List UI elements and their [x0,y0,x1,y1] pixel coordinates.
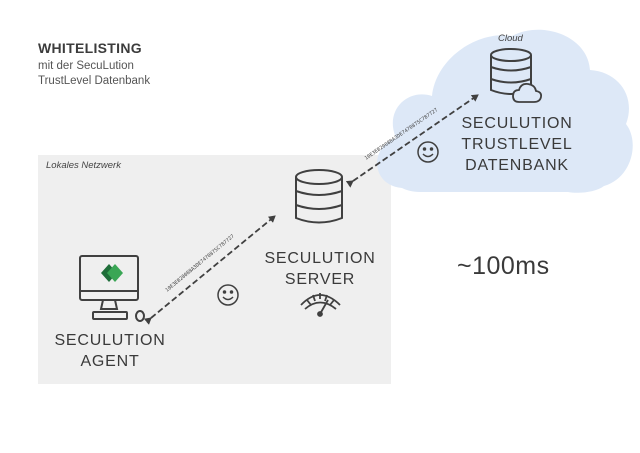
agent-label: SECULUTION AGENT [40,330,180,372]
arrow-server-to-cloud [345,94,479,188]
agent-line-2: AGENT [80,353,140,370]
server-label: SECULUTION SERVER [250,248,390,290]
diagram-subtitle: mit der SecuLution TrustLevel Datenbank [38,59,150,89]
server-line-1: SECULUTION [264,250,376,267]
trustlevel-line-2: TRUSTLEVEL [461,136,573,153]
trustlevel-database-label: SECULUTION TRUSTLEVEL DATENBANK [447,113,587,176]
cloud-label: Cloud [498,33,523,44]
trustlevel-line-1: SECULUTION [461,115,573,132]
computer-monitor-icon [79,255,145,322]
cloud-sync-icon [512,82,543,103]
seculution-logo-icon [101,264,123,282]
latency-label: ~100ms [457,252,550,280]
lan-smiley-icon [217,284,239,306]
server-line-2: SERVER [284,271,356,288]
agent-line-1: SECULUTION [54,332,166,349]
trustlevel-line-3: DATENBANK [465,157,569,174]
hash-label-lower: 10E3EB20088A3DE7470875C787727 [164,233,235,293]
speedometer-icon [300,293,341,317]
subtitle-line-2: TrustLevel Datenbank [38,75,151,87]
diagram-title: WHITELISTING [38,40,142,56]
subtitle-line-1: mit der SecuLution [38,60,134,72]
server-database-icon [295,169,343,224]
local-network-label: Lokales Netzwerk [46,160,121,171]
